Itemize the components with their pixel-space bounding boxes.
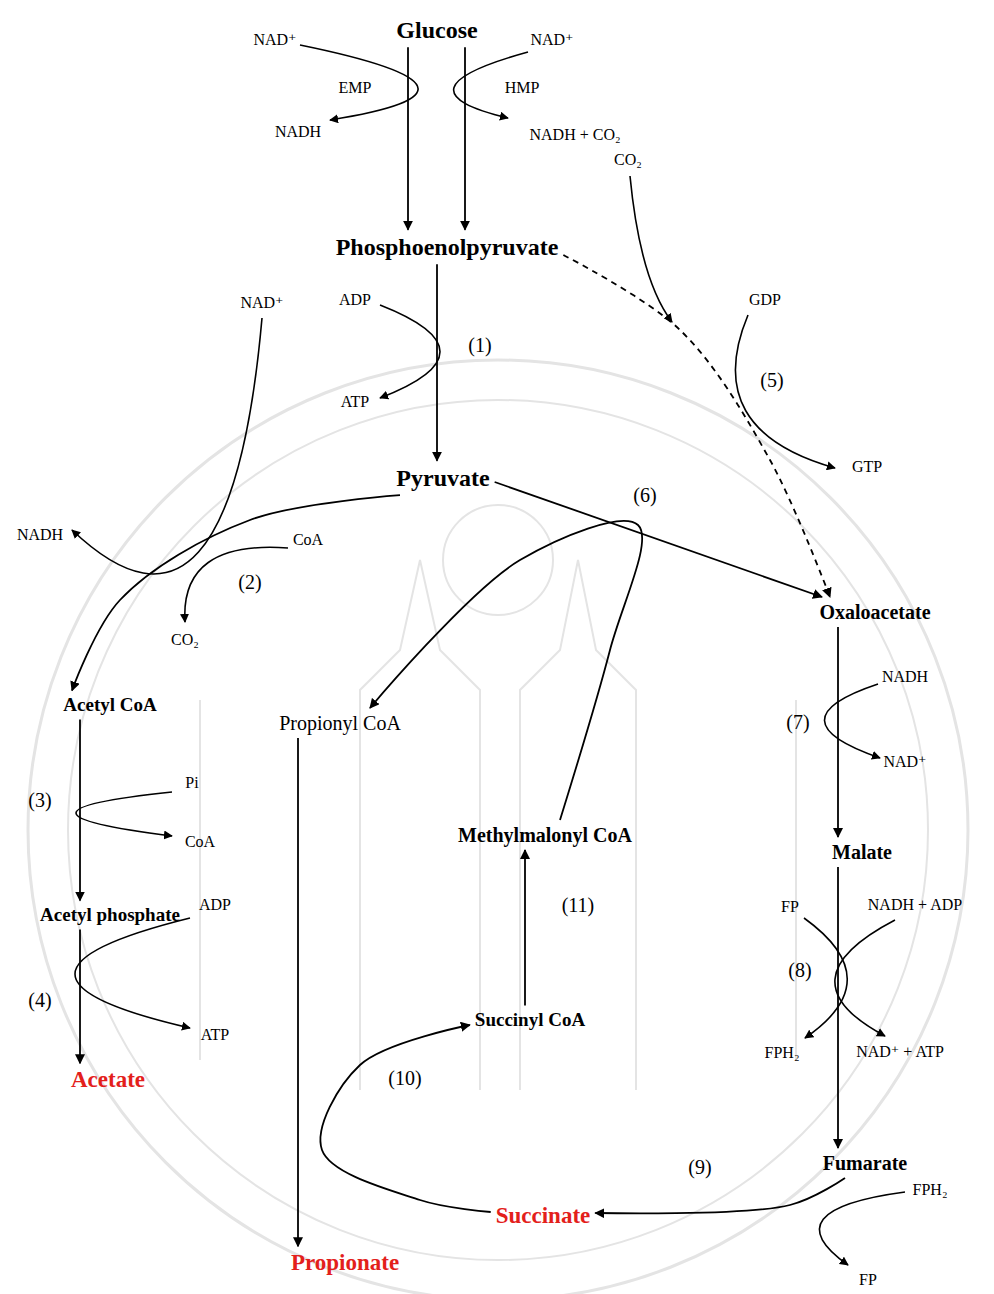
cofactor-label: NAD⁺	[530, 31, 573, 49]
pathway-name: HMP	[505, 79, 540, 97]
cofactor-label: NAD⁺	[883, 753, 926, 771]
cofactor-label: NADH	[275, 123, 321, 141]
step-number: (3)	[28, 789, 51, 811]
cofactor-label: NADH	[17, 526, 63, 544]
metabolite-name: Fumarate	[823, 1152, 907, 1174]
reaction-arrow	[595, 1178, 845, 1213]
cofactor-label: NAD⁺ + ATP	[856, 1043, 944, 1061]
reaction-arrow	[524, 850, 526, 1006]
step-number: (5)	[760, 369, 783, 391]
metabolite-name: Oxaloacetate	[819, 601, 930, 623]
metabolite-name: Phosphoenolpyruvate	[336, 234, 559, 260]
cofactor-label: Pi	[185, 774, 198, 792]
cofactor-label: FP	[859, 1271, 877, 1289]
metabolite-label: Succinate	[494, 1202, 593, 1229]
metabolite-name: Succinate	[496, 1203, 591, 1228]
metabolite-name: Propionate	[291, 1250, 399, 1275]
cofactor-label: FPH₂	[913, 1181, 948, 1199]
metabolite-name: Pyruvate	[396, 465, 489, 491]
metabolite-label: Oxaloacetate	[817, 600, 932, 624]
cofactor-label: CoA	[293, 531, 323, 549]
metabolite-label: Propionate	[289, 1249, 401, 1276]
cofactor-label: CoA	[185, 833, 215, 851]
reaction-arrow	[495, 482, 822, 597]
cofactor-label: NAD⁺	[240, 294, 283, 312]
cofactor-label: GTP	[852, 458, 882, 476]
reaction-arrow	[370, 521, 642, 820]
cofactor-label: ATP	[341, 393, 369, 411]
step-number: (8)	[788, 959, 811, 981]
metabolite-label: Acetyl CoA	[61, 694, 158, 717]
metabolite-label: Succinyl CoA	[473, 1009, 587, 1032]
metabolite-label: Propionyl CoA	[277, 711, 403, 735]
cofactor-label: ADP	[199, 896, 231, 914]
metabolite-label: Fumarate	[821, 1151, 909, 1175]
step-number: (10)	[388, 1067, 421, 1089]
step-number: (9)	[688, 1156, 711, 1178]
metabolite-label: Acetate	[69, 1066, 147, 1093]
cofactor-label: FP	[781, 898, 799, 916]
reaction-arrow	[407, 47, 409, 230]
pathway-name: EMP	[339, 79, 372, 97]
reaction-arrow	[837, 867, 839, 1148]
reaction-arrow	[72, 495, 400, 690]
reaction-arrow	[563, 255, 830, 597]
metabolite-name: Acetyl phosphate	[40, 905, 180, 926]
reaction-arrow	[464, 47, 466, 230]
step-number: (6)	[633, 484, 656, 506]
metabolite-name: Propionyl CoA	[279, 712, 401, 734]
metabolite-label: Pyruvate	[394, 464, 491, 492]
seal-watermark	[28, 360, 968, 1294]
cofactor-label: NADH + CO₂	[529, 126, 620, 144]
step-number: (11)	[562, 894, 595, 916]
metabolite-label: Malate	[830, 840, 894, 864]
reaction-arrow	[320, 1025, 490, 1212]
reaction-arrow	[79, 719, 81, 900]
cofactor-label: NAD⁺	[253, 31, 296, 49]
metabolite-name: Glucose	[396, 17, 477, 43]
metabolite-label: Methylmalonyl CoA	[456, 823, 634, 847]
metabolite-label: Phosphoenolpyruvate	[334, 233, 561, 261]
cofactor-label: CO₂	[171, 631, 199, 649]
metabolite-label: Acetyl phosphate	[38, 904, 182, 927]
cofactor-label: CO₂	[614, 151, 642, 169]
cofactor-label: NADH	[882, 668, 928, 686]
reaction-arrow	[837, 627, 839, 837]
cofactor-label: NADH + ADP	[868, 896, 962, 914]
reaction-arrow	[79, 929, 81, 1063]
cofactor-label: ADP	[339, 291, 371, 309]
cofactor-arrows	[72, 45, 905, 1265]
step-number: (4)	[28, 989, 51, 1011]
metabolite-name: Acetyl CoA	[63, 695, 156, 716]
metabolite-name: Succinyl CoA	[475, 1010, 585, 1031]
cofactor-label: FPH₂	[765, 1044, 800, 1062]
step-number: (2)	[238, 571, 261, 593]
step-number: (1)	[468, 334, 491, 356]
step-number: (7)	[786, 711, 809, 733]
metabolite-name: Acetate	[71, 1067, 145, 1092]
reaction-arrow	[436, 264, 438, 461]
metabolite-name: Methylmalonyl CoA	[458, 824, 632, 846]
metabolite-name: Malate	[832, 841, 892, 863]
metabolite-label: Glucose	[394, 16, 479, 44]
reaction-arrow	[297, 738, 299, 1246]
cofactor-label: ATP	[201, 1026, 229, 1044]
cofactor-label: GDP	[749, 291, 781, 309]
